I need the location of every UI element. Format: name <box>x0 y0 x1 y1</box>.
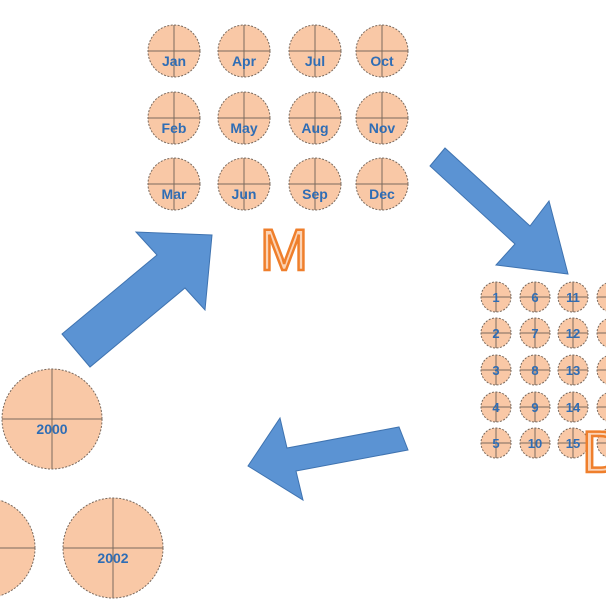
day-circle: 1 <box>480 281 512 313</box>
day-circle-label: 4 <box>492 400 500 415</box>
month-circle-aug: Aug <box>288 91 342 145</box>
day-circle: 3 <box>480 354 512 386</box>
month-circle-may-label: May <box>230 120 257 136</box>
day-circle-label: 6 <box>531 290 538 305</box>
year-circle-2000-label: 2000 <box>36 421 67 437</box>
day-circle: 2 <box>596 428 606 458</box>
day-circle-label: 14 <box>566 400 581 415</box>
day-circle: 5 <box>480 427 512 459</box>
month-circle-nov: Nov <box>355 91 409 145</box>
day-circle-label: 15 <box>566 436 580 451</box>
month-circle-jul-label: Jul <box>305 53 325 69</box>
year-circle-2002: 2002 <box>62 497 164 599</box>
month-circle-may: May <box>217 91 271 145</box>
day-circle: 6 <box>519 281 551 313</box>
day-circle: 14 <box>557 391 589 423</box>
day-circle: 4 <box>480 391 512 423</box>
day-circle: 1 <box>596 318 606 348</box>
month-circle-mar-label: Mar <box>162 186 187 202</box>
month-circle-jan: Jan <box>147 24 201 78</box>
month-circle-oct-label: Oct <box>370 53 394 69</box>
day-circle: 12 <box>557 317 589 349</box>
year-circle-2000: 2000 <box>1 368 103 470</box>
arrow-days-to-years <box>247 416 409 502</box>
day-circle: 1 <box>596 355 606 385</box>
day-circle: 13 <box>557 354 589 386</box>
day-circle-label: 11 <box>566 290 580 305</box>
arrow-years-to-months <box>61 231 213 368</box>
month-circle-sep: Sep <box>288 157 342 211</box>
month-circle-jun: Jun <box>217 157 271 211</box>
year-circle-2002-label: 2002 <box>97 550 128 566</box>
day-circle: 1 <box>596 392 606 422</box>
day-circle-label: 12 <box>566 326 580 341</box>
day-circle: 9 <box>519 391 551 423</box>
days-grid: 12345678910111213141511112 <box>480 281 606 459</box>
month-circle-dec: Dec <box>355 157 409 211</box>
arrows-layer <box>61 147 569 502</box>
month-circle-mar: Mar <box>147 157 201 211</box>
year-circle-partial <box>0 499 36 597</box>
day-circle: 1 <box>596 282 606 312</box>
day-circle-label: 10 <box>528 436 542 451</box>
month-circle-jan-label: Jan <box>162 53 186 69</box>
month-circle-jun-label: Jun <box>232 186 257 202</box>
month-circle-jul: Jul <box>288 24 342 78</box>
month-circle-aug-label: Aug <box>301 120 328 136</box>
day-circle: 10 <box>519 427 551 459</box>
day-circle-label: 5 <box>492 436 499 451</box>
days-letter: D <box>582 420 606 485</box>
month-circle-feb-label: Feb <box>162 120 187 136</box>
month-circle-dec-label: Dec <box>369 186 395 202</box>
day-circle: 11 <box>557 281 589 313</box>
years-cluster: 2000 2002 <box>0 368 164 599</box>
day-circle: 7 <box>519 317 551 349</box>
day-circle-label: 1 <box>492 290 499 305</box>
month-circle-apr: Apr <box>217 24 271 78</box>
month-circle-sep-label: Sep <box>302 186 328 202</box>
month-circle-oct: Oct <box>355 24 409 78</box>
month-circle-apr-label: Apr <box>232 53 257 69</box>
day-circle-label: 8 <box>531 363 538 378</box>
month-circle-feb: Feb <box>147 91 201 145</box>
day-circle-label: 2 <box>492 326 499 341</box>
day-circle-label: 7 <box>531 326 538 341</box>
day-circle: 15 <box>557 427 589 459</box>
day-circle: 2 <box>480 317 512 349</box>
day-circle-label: 13 <box>566 363 580 378</box>
day-circle-label: 3 <box>492 363 499 378</box>
arrow-months-to-days <box>429 147 569 275</box>
months-letter: M <box>260 218 308 283</box>
day-circle-label: 9 <box>531 400 538 415</box>
day-circle: 8 <box>519 354 551 386</box>
month-circle-nov-label: Nov <box>369 120 396 136</box>
